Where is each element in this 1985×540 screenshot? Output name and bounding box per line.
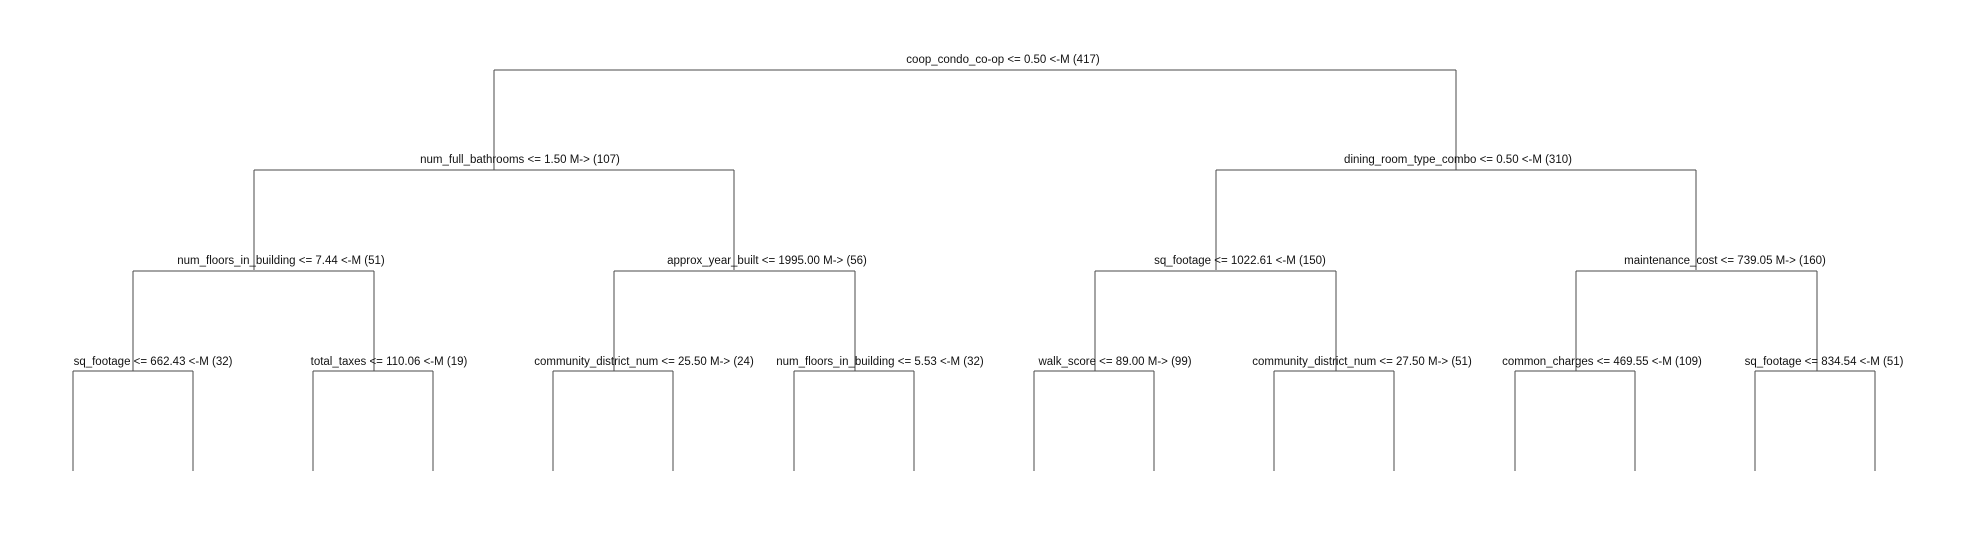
node-label: maintenance_cost <= 739.05 M-> (160) (1624, 255, 1826, 267)
tree-node: community_district_num <= 25.50 M-> (24) (534, 356, 754, 471)
tree-node: common_charges <= 469.55 <-M (109) (1502, 356, 1702, 471)
node-label: coop_condo_co-op <= 0.50 <-M (417) (906, 54, 1100, 66)
tree-node: approx_year_built <= 1995.00 M-> (56) (613, 255, 867, 371)
tree-node: sq_footage <= 1022.61 <-M (150) (1094, 255, 1337, 371)
tree-node: walk_score <= 89.00 M-> (99) (1033, 356, 1192, 471)
node-label: total_taxes <= 110.06 <-M (19) (311, 356, 468, 368)
node-label: approx_year_built <= 1995.00 M-> (56) (667, 255, 867, 267)
node-label: num_floors_in_building <= 7.44 <-M (51) (177, 255, 385, 267)
tree-node: sq_footage <= 662.43 <-M (32) (72, 356, 233, 471)
tree-node: community_district_num <= 27.50 M-> (51) (1252, 356, 1472, 471)
node-label: common_charges <= 469.55 <-M (109) (1502, 356, 1702, 368)
node-label: num_floors_in_building <= 5.53 <-M (32) (776, 356, 984, 368)
tree-node: dining_room_type_combo <= 0.50 <-M (310) (1215, 154, 1697, 270)
node-label: sq_footage <= 834.54 <-M (51) (1745, 356, 1904, 368)
node-label: sq_footage <= 662.43 <-M (32) (74, 356, 233, 368)
tree-node: total_taxes <= 110.06 <-M (19) (311, 356, 468, 471)
node-label: walk_score <= 89.00 M-> (99) (1037, 356, 1191, 368)
tree-node: num_floors_in_building <= 5.53 <-M (32) (776, 356, 984, 471)
tree-node: num_full_bathrooms <= 1.50 M-> (107) (253, 154, 735, 270)
tree-node-root: coop_condo_co-op <= 0.50 <-M (417) (493, 54, 1457, 170)
node-label: community_district_num <= 27.50 M-> (51) (1252, 356, 1472, 368)
tree-node: sq_footage <= 834.54 <-M (51) (1745, 356, 1904, 471)
tree-node: num_floors_in_building <= 7.44 <-M (51) (132, 255, 385, 371)
node-label: dining_room_type_combo <= 0.50 <-M (310) (1344, 154, 1572, 166)
node-label: num_full_bathrooms <= 1.50 M-> (107) (420, 154, 620, 166)
node-label: sq_footage <= 1022.61 <-M (150) (1154, 255, 1326, 267)
tree-node: maintenance_cost <= 739.05 M-> (160) (1575, 255, 1826, 371)
node-label: community_district_num <= 25.50 M-> (24) (534, 356, 754, 368)
